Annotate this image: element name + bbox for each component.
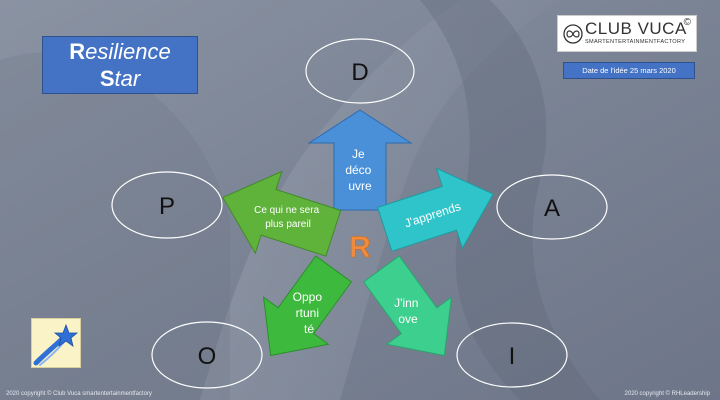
title-initial-s: S	[99, 66, 115, 91]
oval-bottom-left-label: O	[198, 343, 217, 370]
arrow-up-line-3: uvre	[348, 179, 372, 193]
arrow-down-left-line-1: Oppo	[293, 290, 323, 304]
club-vuca-logo: CLUB VUCA © SMARTENTERTAINMENTFACTORY	[557, 15, 697, 52]
title-rest-2: tar	[114, 66, 141, 91]
center-letter: R	[349, 231, 371, 264]
title-rest-1: esilience	[85, 39, 171, 64]
oval-bottom-left: O	[151, 321, 263, 389]
arrow-left: Ce qui ne sera plus pareil	[222, 170, 342, 257]
svg-text:J'inn ove: J'inn ove	[394, 296, 422, 326]
title-line-2: Star	[43, 66, 197, 92]
oval-bottom-right-label: I	[509, 343, 516, 370]
infinity-circle-icon	[563, 24, 583, 44]
arrow-right: J'apprends	[377, 167, 494, 252]
logo-subtitle: SMARTENTERTAINMENTFACTORY	[585, 39, 686, 45]
arrow-down-right: J'inn ove	[362, 255, 453, 357]
oval-right: A	[496, 174, 608, 240]
date-label: Date de l'idée 25 mars 2020	[563, 62, 695, 79]
arrow-down-left: Oppo rtuni té	[262, 255, 353, 357]
logo-name: CLUB VUCA	[585, 19, 687, 38]
svg-text:Je déco uvre: Je déco uvre	[345, 147, 374, 193]
arrow-up-line-1: Je	[352, 147, 365, 161]
footer-left: 2020 copyright © Club Vuca smartentertai…	[6, 391, 152, 397]
logo-copyright: ©	[683, 17, 691, 28]
svg-text:Oppo rtuni té: Oppo rtuni té	[293, 290, 326, 336]
oval-top: D	[305, 38, 415, 104]
svg-text:Ce qui ne sera plus pa: Ce qui ne sera plus pareil	[254, 205, 322, 230]
arrow-up: Je déco uvre	[307, 109, 413, 211]
shooting-star-icon	[31, 318, 81, 368]
arrow-up-line-2: déco	[345, 163, 371, 177]
arrow-down-left-line-3: té	[304, 322, 314, 336]
title-initial-r: R	[69, 39, 86, 64]
arrow-down-right-line-2: ove	[398, 312, 418, 326]
title-line-1: Resilience	[43, 39, 197, 65]
arrow-down-left-line-2: rtuni	[296, 306, 319, 320]
oval-left-label: P	[159, 193, 175, 220]
arrow-down-right-line-1: J'inn	[394, 296, 418, 310]
arrow-left-line-1: Ce qui ne sera	[254, 205, 319, 216]
oval-left: P	[111, 171, 223, 239]
title-box: Resilience Star	[42, 36, 198, 94]
oval-right-label: A	[544, 195, 560, 222]
arrow-left-line-2: plus pareil	[265, 219, 311, 230]
oval-bottom-right: I	[456, 322, 568, 388]
footer-right: 2020 copyright © RHLeadership	[624, 391, 710, 397]
oval-top-label: D	[351, 59, 368, 86]
